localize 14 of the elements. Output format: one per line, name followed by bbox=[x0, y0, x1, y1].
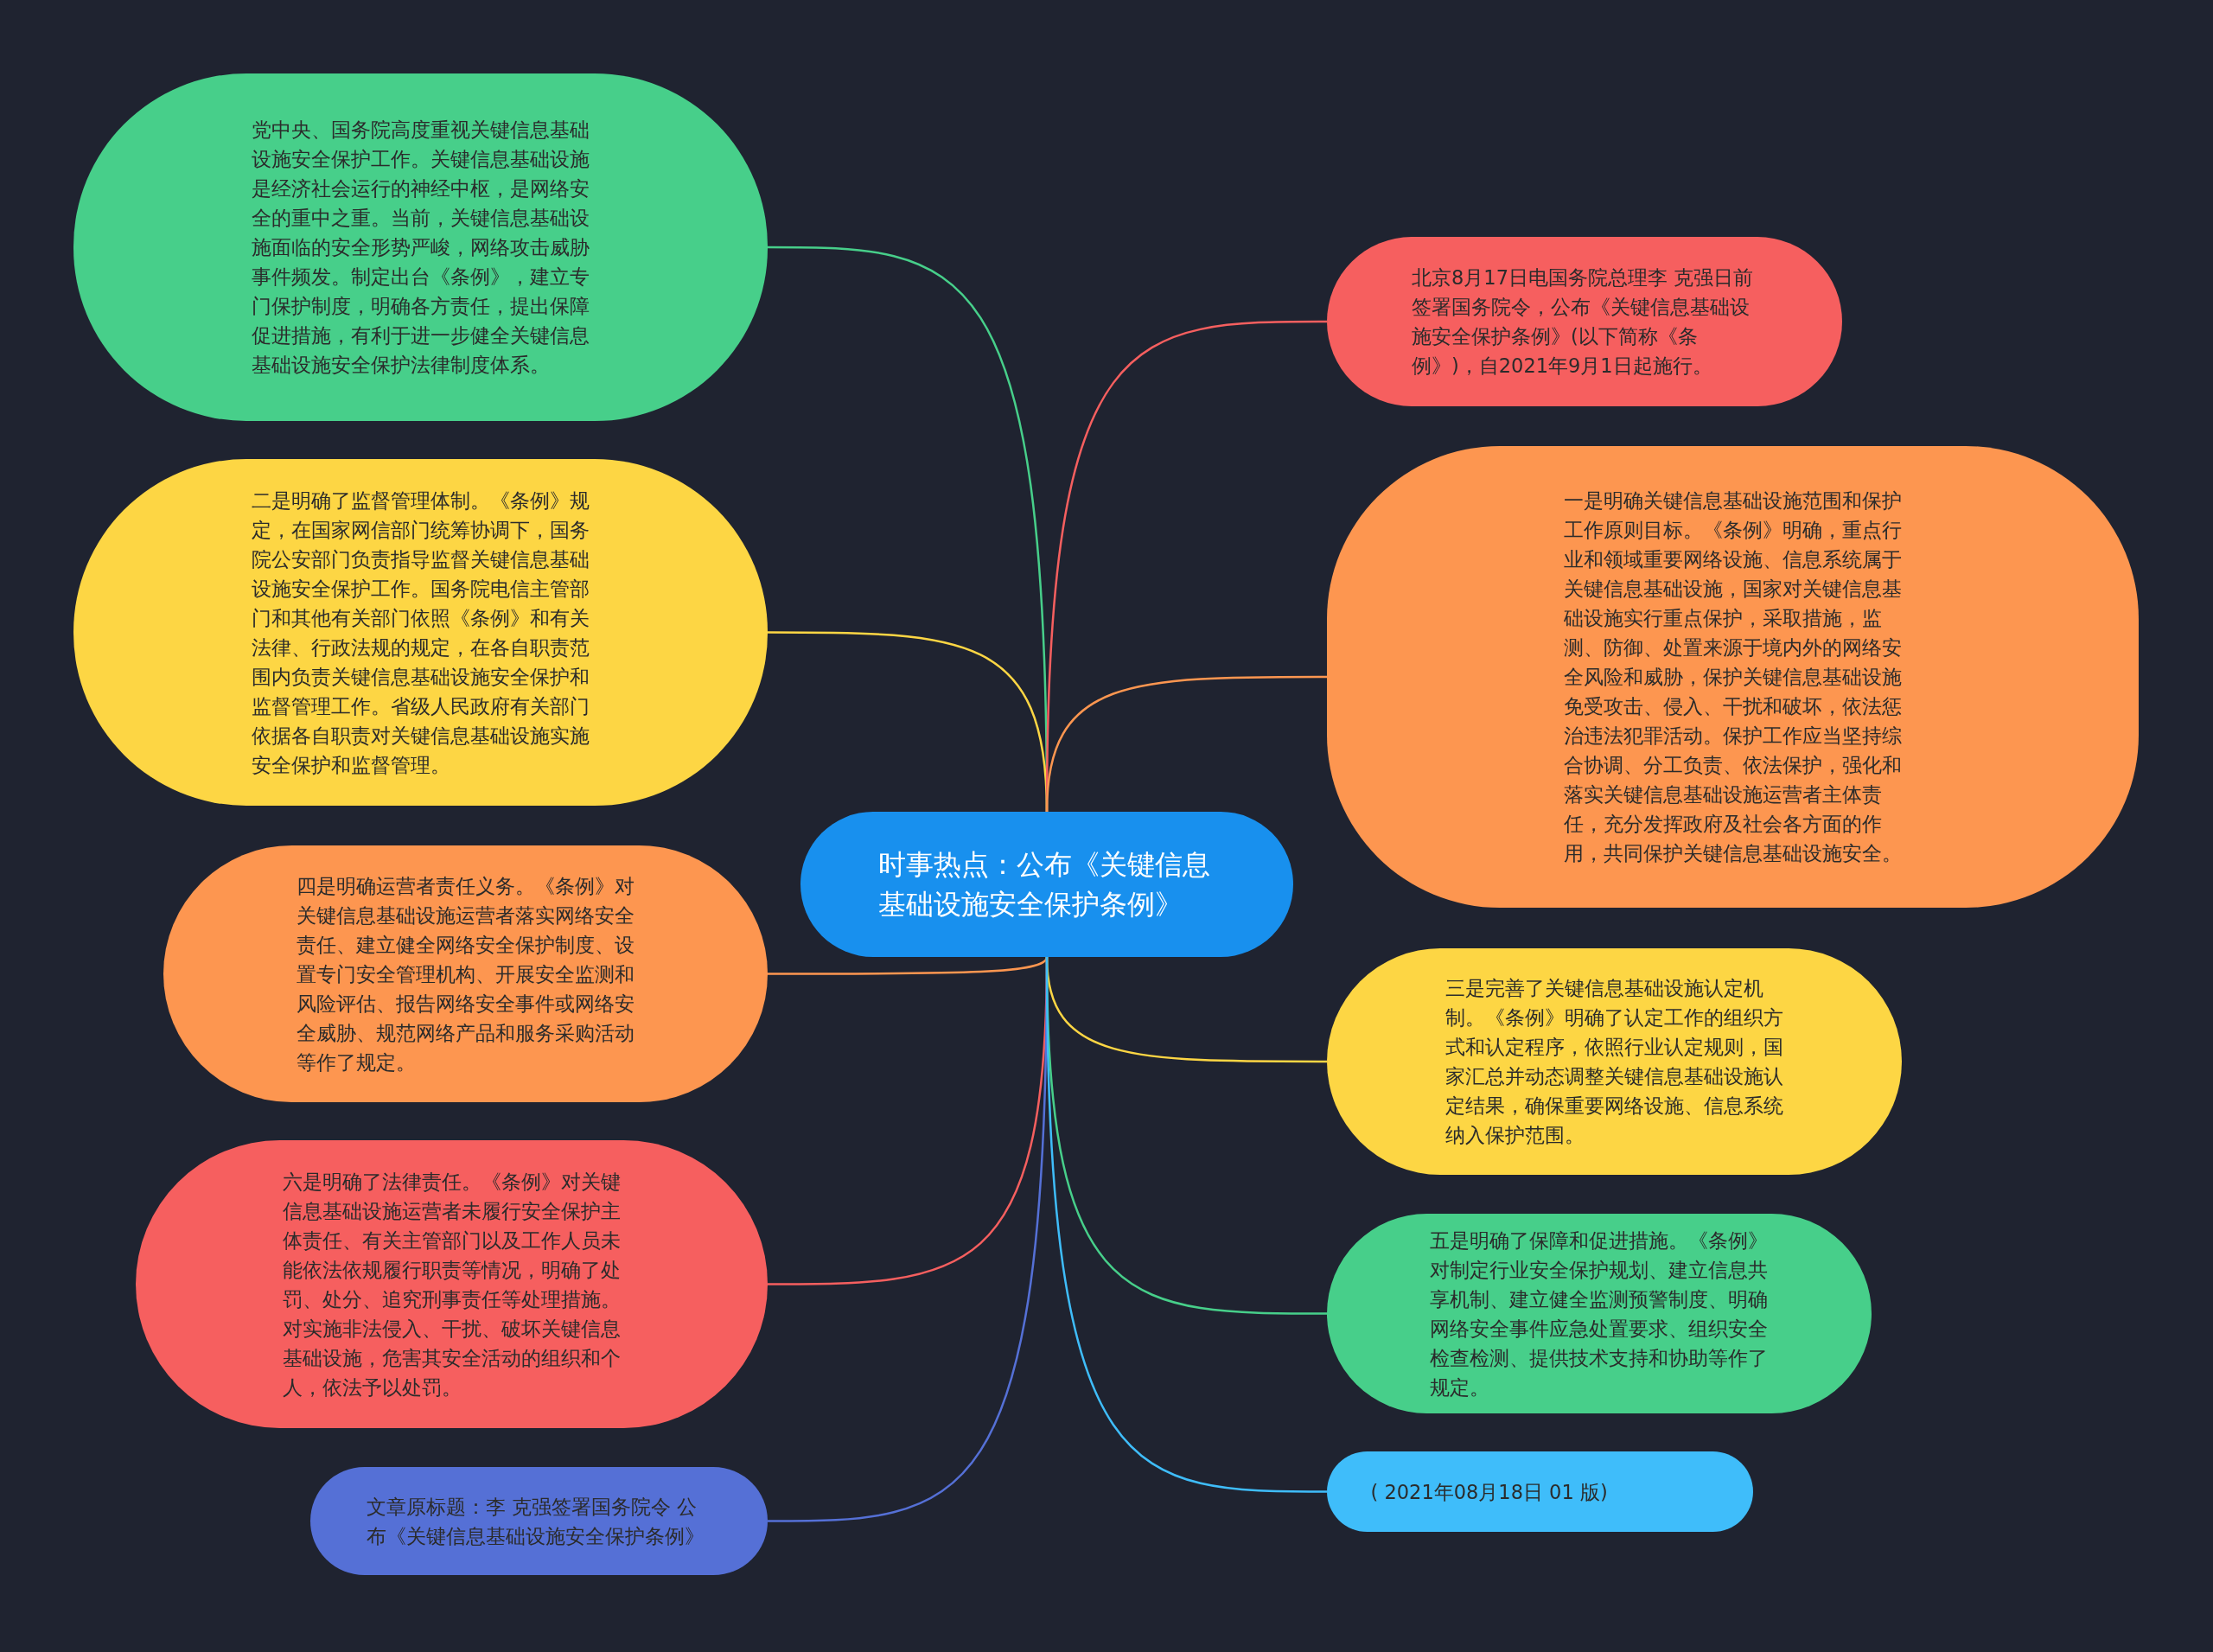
topic-text: ( 2021年08月18日 01 版) bbox=[1370, 1479, 1609, 1505]
topic-text: 三是完善了关键信息基础设施认定机制。《条例》明确了认定工作的组织方式和认定程序，依照行业认定规则，国家汇总并动态调整关键信息基础设施认定结果，确保重要网络设施、信息系统纳入保护范围。 bbox=[1445, 976, 1784, 1148]
connector-line bbox=[1045, 675, 1327, 813]
topic-text: 二是明确了监督管理体制。《条例》规定，在国家网信部门统筹协调下，国务院公安部门负责指导监督关键信息基础设施安全保护工作。国务院电信主管部门和其他有关部门依照《条例》和有关法律、行政法规的规定，在各自职责范围内负责关键信息基础设施安全保护和监督管理工作。省级人民政府有关部门依据各自职责对关键信息基础设施实施安全保护和监督管理。 bbox=[251, 488, 590, 778]
topic-text: 六是明确了法律责任。《条例》对关键信息基础设施运营者未履行安全保护主体责任、有关主管部门以及工作人员未能依法依规履行职责等情况，明确了处罚、处分、追究刑事责任等处理措施。对实施非法侵入、干扰、破坏关键信息基础设施，危害其安全活动的组织和个人，依法予以处罚。 bbox=[282, 1169, 622, 1400]
topic-text: 党中央、国务院高度重视关键信息基础设施安全保护工作。关键信息基础设施是经济社会运行的神经中枢，是网络安全的重中之重。当前，关键信息基础设施面临的安全形势严峻，网络攻击威胁事件频发。制定出台《条例》，建立专门保护制度，明确各方责任，提出保障促进措施，有利于进一步健全关键信息基础设施安全保护法律制度体系。 bbox=[251, 118, 590, 378]
topic-text: 北京8月17日电国务院总理李 克强日前签署国务院令，公布《关键信息基础设施安全保护条例》(以下简称《条例》)，自2021年9月1日起施行。 bbox=[1412, 265, 1755, 379]
topic-text: 文章原标题：李 克强签署国务院令 公布《关键信息基础设施安全保护条例》 bbox=[366, 1494, 705, 1549]
connector-line bbox=[1045, 957, 1327, 1493]
topic-title: 时事热点：公布《关键信息基础设施安全保护条例》 bbox=[878, 847, 1211, 922]
connector-line bbox=[768, 956, 1049, 975]
topic-text: 五是明确了保障和促进措施。《条例》对制定行业安全保护规划、建立信息共享机制、建立健全监测预警制度、明确网络安全事件应急处置要求、组织安全检查检测、提供技术支持和协助等作了规定。 bbox=[1430, 1228, 1769, 1400]
topic-text: 一是明确关键信息基础设施范围和保护工作原则目标。《条例》明确，重点行业和领域重要网络设施、信息系统属于关键信息基础设施，国家对关键信息基础设施实行重点保护，采取措施，监测、防御、处置来源于境内外的网络安全风险和威胁，保护关键信息基础设施免受攻击、侵入、干扰和破坏，依法惩治违法犯罪活动。保护工作应当坚持综合协调、分工负责、依法保护，强化和落实关键信息基础设施运营者主体责任，充分发挥政府及社会各方面的作用，共同保护关键信息基础设施安全。 bbox=[1563, 488, 1903, 866]
topic-text: 四是明确运营者责任义务。《条例》对关键信息基础设施运营者落实网络安全责任、建立健全网络安全保护制度、设置专门安全管理机构、开展安全监测和风险评估、报告网络安全事件或网络安全威胁、规范网络产品和服务采购活动等作了规定。 bbox=[296, 873, 635, 1075]
